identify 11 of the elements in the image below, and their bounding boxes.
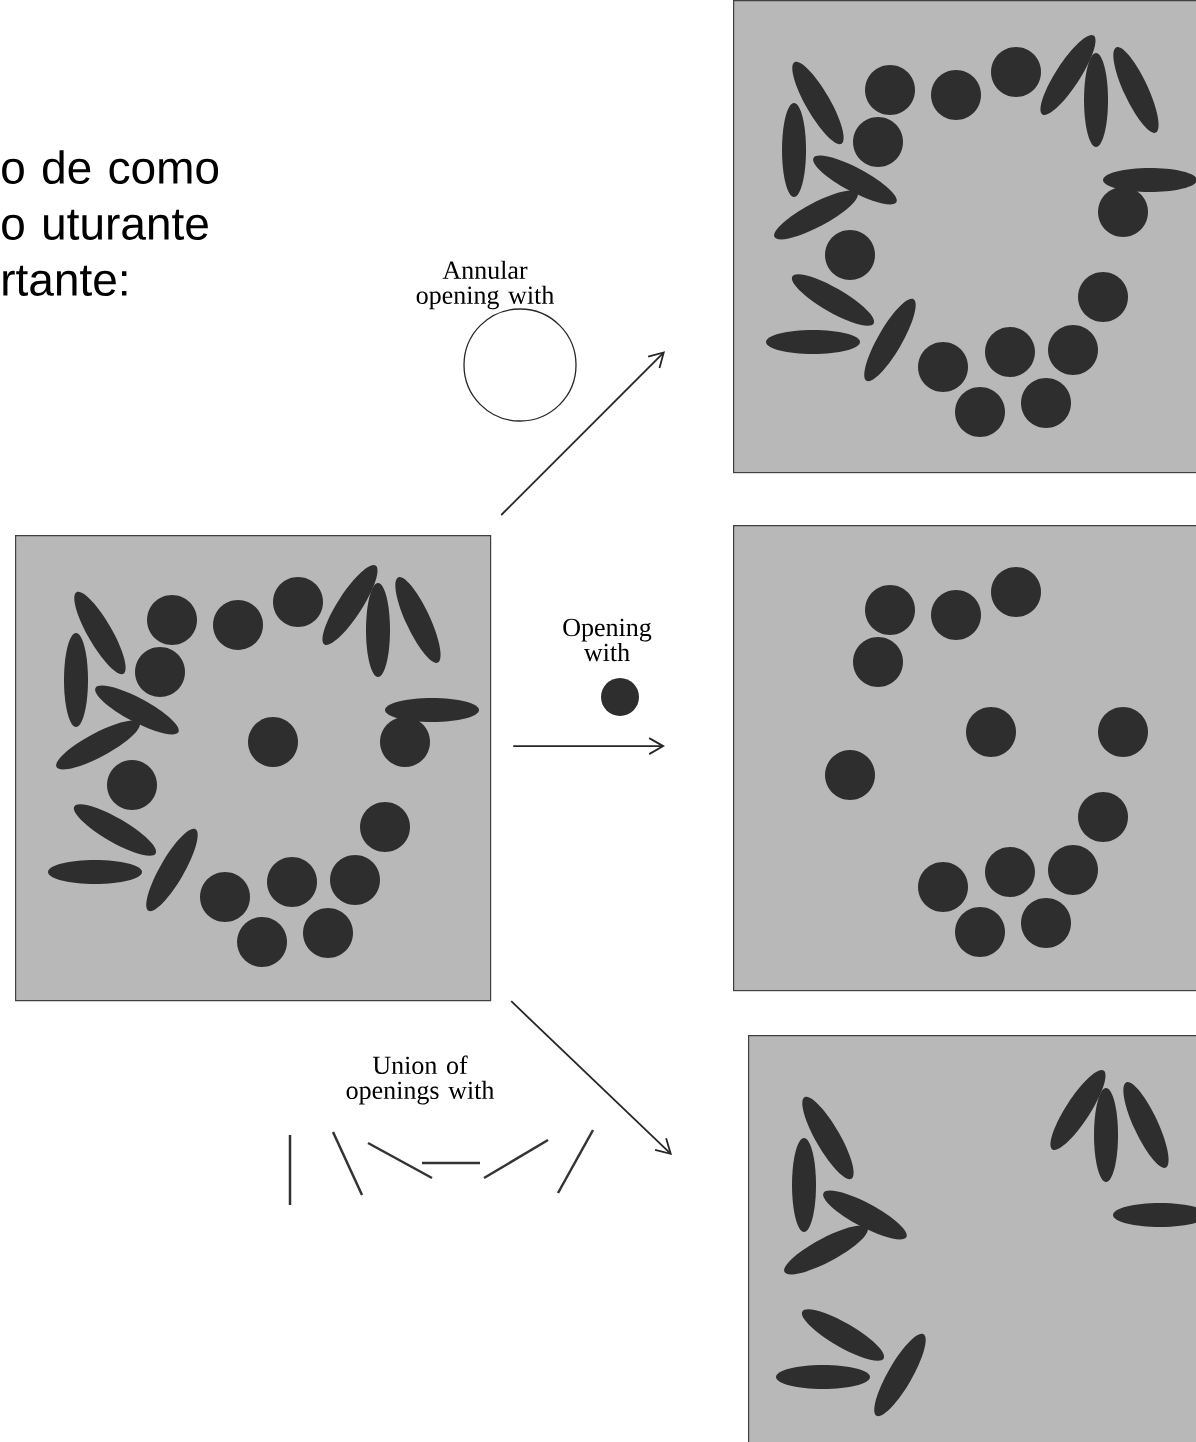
- binary-image-drawing: [15, 535, 492, 1002]
- binary-image-drawing: [748, 1035, 1196, 1442]
- binary-image-drawing: [733, 525, 1196, 992]
- arrow: [510, 1000, 672, 1155]
- edge-label: Annular opening with: [416, 260, 554, 310]
- arrow: [512, 737, 665, 755]
- edge-label: Union of openings with: [346, 1055, 495, 1105]
- paragraph-text: o de como o uturante rtante:: [2, 150, 219, 296]
- binary-image-drawing: [733, 0, 1196, 474]
- edge-label: Opening with: [563, 618, 652, 662]
- arrow: [500, 351, 665, 516]
